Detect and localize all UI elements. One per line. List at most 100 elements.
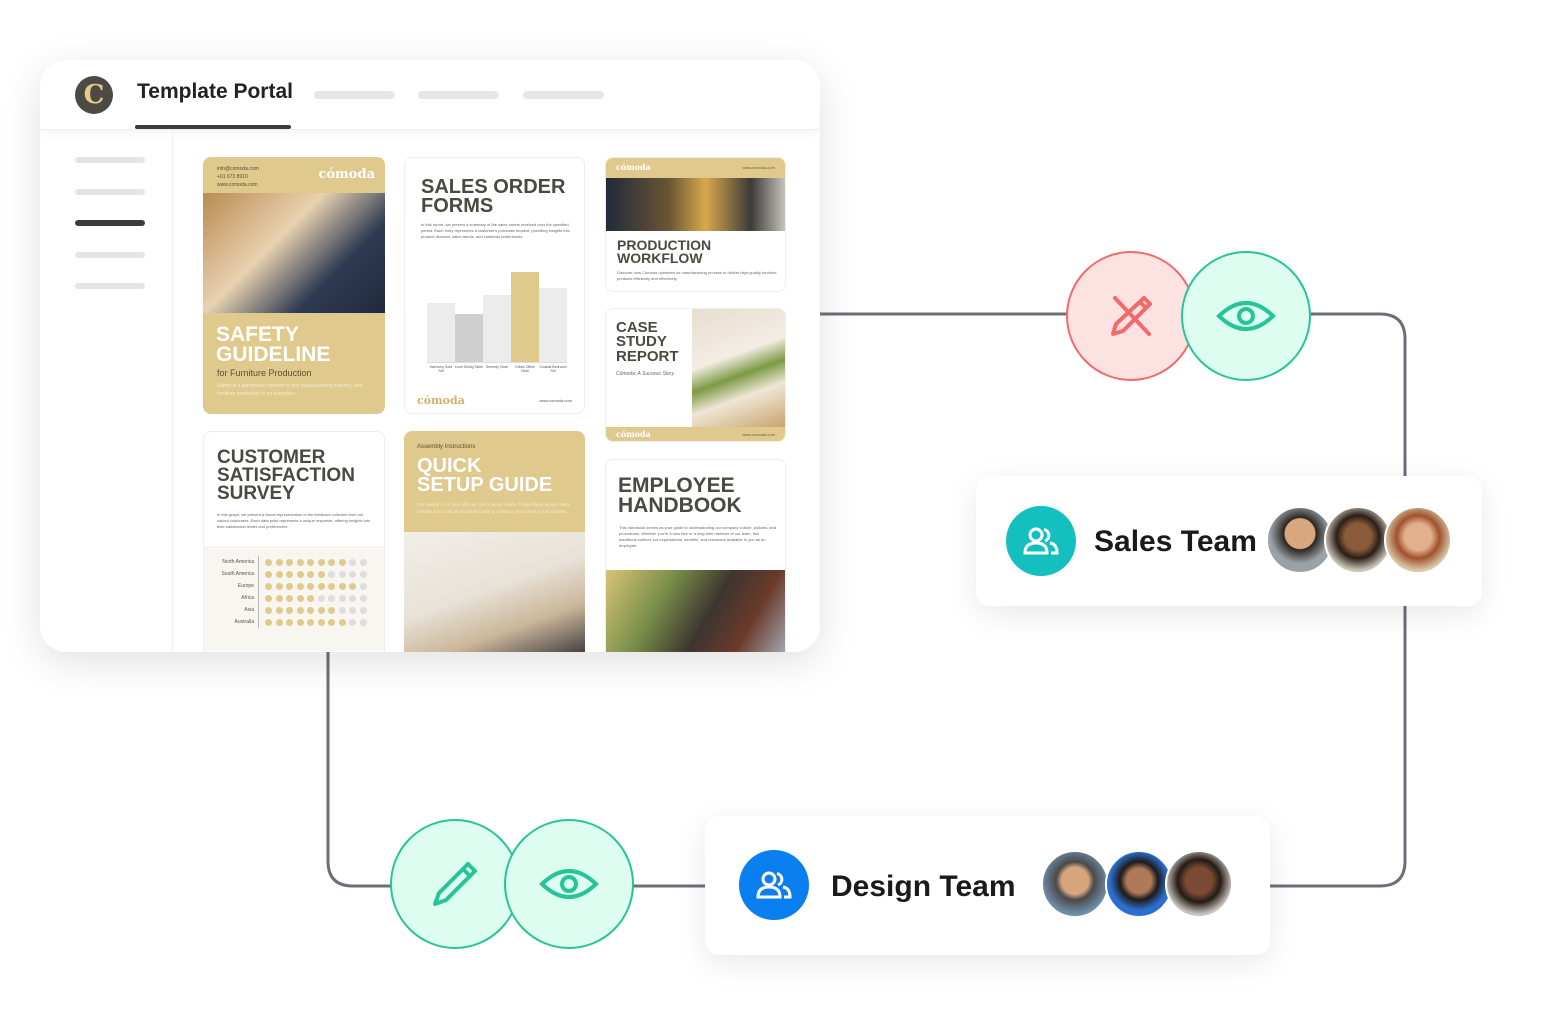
- card-title: CUSTOMER: [217, 447, 326, 468]
- card-title: HANDBOOK: [618, 493, 742, 517]
- sales-bar-chart: [427, 263, 567, 363]
- region-label: Australia: [212, 616, 259, 628]
- member-avatar[interactable]: [1266, 506, 1334, 574]
- edit-disabled-button[interactable]: [1066, 251, 1196, 381]
- survey-dot: [286, 594, 293, 602]
- edit-permission-button[interactable]: [390, 819, 520, 949]
- chart-category-label: Coastal Bedroom Set: [539, 365, 567, 373]
- survey-dot: [328, 582, 335, 590]
- card-body: This handbook serves as your guide to un…: [619, 525, 776, 548]
- template-portal-window: C Template Portal info@comoda.com +01 67…: [40, 60, 820, 652]
- card-title: GUIDELINE: [216, 342, 331, 366]
- survey-dot: [328, 570, 335, 578]
- template-card-safety-guideline[interactable]: info@comoda.com +01 673 8910 www.comoda.…: [203, 157, 385, 414]
- tab-placeholder[interactable]: [418, 91, 499, 99]
- survey-dot: [317, 606, 325, 614]
- survey-dot: [359, 570, 367, 578]
- sidebar-item-active[interactable]: [75, 220, 145, 226]
- sidebar: [40, 131, 173, 652]
- survey-dot: [338, 618, 346, 626]
- sidebar-item[interactable]: [75, 283, 145, 289]
- card-title: FORMS: [421, 195, 494, 217]
- card-title: PRODUCTION: [617, 237, 712, 253]
- member-avatar[interactable]: [1324, 506, 1392, 574]
- card-body: In this graph, we present a visual repre…: [217, 512, 371, 529]
- survey-dot: [349, 618, 356, 626]
- office-team-photo: [606, 570, 785, 652]
- card-body: Discover how Cómoda optimizes its manufa…: [617, 270, 777, 281]
- brand-logo: cómoda: [616, 429, 651, 439]
- sidebar-item[interactable]: [75, 189, 145, 195]
- view-permission-button[interactable]: [504, 819, 634, 949]
- chart-category-label: Urban Office Desk: [515, 365, 535, 373]
- survey-dot: [349, 558, 356, 566]
- survey-dot: [338, 582, 346, 590]
- region-label: North America: [212, 556, 259, 568]
- survey-dot: [328, 558, 335, 566]
- eye-icon: [1216, 301, 1276, 331]
- member-avatar[interactable]: [1384, 506, 1452, 574]
- contact-email: info@comoda.com: [217, 166, 259, 172]
- card-subtitle: Cómoda: A Success Story: [616, 371, 674, 377]
- team-icon: [739, 850, 809, 920]
- member-avatar[interactable]: [1165, 850, 1233, 918]
- card-title: CASE: [616, 319, 658, 336]
- survey-dot: [328, 618, 335, 626]
- survey-dot: [359, 582, 367, 590]
- chart-category-label: Luxe Dining Table: [455, 365, 483, 369]
- member-avatar[interactable]: [1041, 850, 1109, 918]
- survey-dot: [275, 618, 283, 626]
- survey-dot: [349, 594, 356, 602]
- survey-dot: [296, 558, 304, 566]
- sidebar-item[interactable]: [75, 157, 145, 163]
- survey-dot: [275, 558, 283, 566]
- team-icon: [1006, 506, 1076, 576]
- survey-dot: [328, 606, 335, 614]
- chart-bar: [539, 287, 567, 362]
- survey-dot: [275, 594, 283, 602]
- survey-row: Africa: [212, 592, 370, 604]
- survey-dot: [338, 570, 346, 578]
- member-avatar[interactable]: [1105, 850, 1173, 918]
- tab-placeholder[interactable]: [314, 91, 395, 99]
- survey-row: Australia: [212, 616, 370, 628]
- brand-url: www.comoda.com: [539, 398, 572, 403]
- brand-url: www.comoda.com: [742, 165, 775, 170]
- region-label: South America: [212, 568, 259, 580]
- region-label: Europe: [212, 580, 259, 592]
- brand-url: www.comoda.com: [742, 432, 775, 437]
- card-title: STUDY: [616, 333, 667, 351]
- survey-row: Europe: [212, 580, 370, 592]
- survey-dot: [307, 594, 314, 602]
- pencil-icon: [433, 862, 477, 906]
- survey-dot: [359, 558, 367, 566]
- design-team-card[interactable]: Design Team: [705, 816, 1270, 955]
- view-permission-button[interactable]: [1181, 251, 1311, 381]
- card-title: EMPLOYEE: [618, 474, 735, 497]
- survey-dot: [296, 582, 304, 590]
- survey-dot: [265, 558, 272, 566]
- sidebar-item[interactable]: [75, 252, 145, 258]
- survey-dot: [359, 594, 367, 602]
- survey-dot: [265, 594, 272, 602]
- survey-dot: [286, 618, 293, 626]
- tab-template-portal[interactable]: Template Portal: [137, 80, 293, 103]
- survey-dot: [359, 618, 367, 626]
- survey-dot: [317, 594, 325, 602]
- tab-placeholder[interactable]: [523, 91, 604, 99]
- survey-dot: [307, 558, 314, 566]
- survey-dot: [296, 618, 304, 626]
- sales-team-card[interactable]: Sales Team: [976, 476, 1482, 606]
- chart-bar: [455, 314, 483, 362]
- survey-dot: [265, 570, 272, 578]
- survey-dot: [286, 570, 293, 578]
- chart-category-label: Serenity Chair: [485, 365, 509, 369]
- survey-dot: [286, 558, 293, 566]
- survey-dot: [296, 594, 304, 602]
